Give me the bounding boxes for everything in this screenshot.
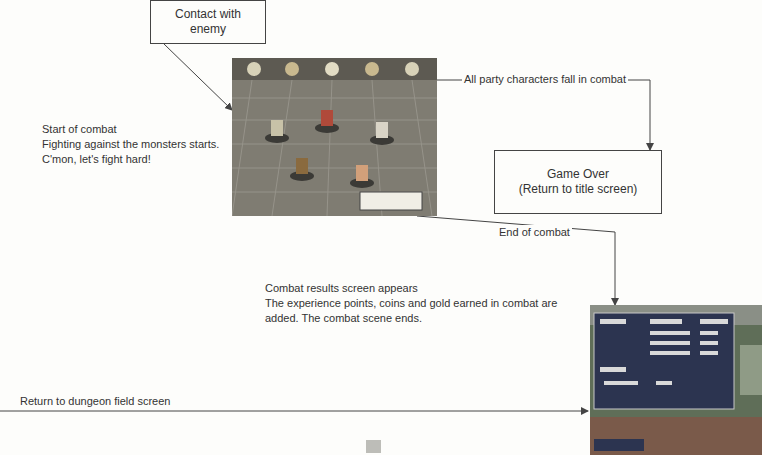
combat-screenshot-image [232, 58, 437, 216]
illustration-part [700, 351, 718, 355]
results-screenshot-image [590, 305, 762, 455]
illustration-part [232, 80, 432, 216]
illustration-part [325, 62, 339, 76]
caption-heading: Start of combat [42, 122, 230, 137]
illustration-part [594, 439, 644, 451]
flow-arrow [437, 80, 650, 150]
illustration-part [740, 345, 762, 395]
illustration-part [247, 62, 261, 76]
illustration-part [0, 411, 588, 412]
caption-text: Fighting against the monsters starts. C'… [42, 137, 230, 167]
combat-screenshot: Start of combatFighting against the mons… [232, 58, 437, 216]
event-box: Contact with enemy [150, 0, 266, 44]
illustration-part [656, 381, 672, 385]
end-box: Game Over(Return to title screen) [494, 150, 662, 214]
illustration-part [321, 110, 333, 126]
illustration-part [600, 367, 626, 372]
illustration-part [700, 341, 718, 345]
illustration-part [650, 351, 690, 355]
illustration-part [365, 62, 379, 76]
illustration-part [232, 58, 437, 216]
illustration-part [650, 331, 690, 335]
illustration-part [271, 120, 283, 136]
box-heading: Contact with enemy [157, 7, 259, 37]
illustration-part [360, 192, 422, 210]
illustration-part [700, 319, 728, 324]
illustration-part [600, 319, 626, 324]
illustration-part [600, 319, 728, 385]
illustration-part [285, 62, 299, 76]
illustration-part [296, 158, 308, 174]
illustration-part [700, 331, 718, 335]
illustration-part [590, 417, 762, 455]
illustration-part [405, 62, 419, 76]
illustration-part [604, 381, 638, 385]
caption-heading: Combat results screen appears [265, 281, 565, 296]
caption-text: The experience points, coins and gold ea… [265, 296, 565, 326]
flow-note: Return to dungeon field screen [18, 394, 172, 409]
illustration-part [594, 313, 734, 409]
screen-caption: Start of combatFighting against the mons… [42, 122, 230, 167]
flow-arrow [417, 216, 615, 305]
arrow-label: All party characters fall in combat [462, 72, 628, 87]
illustration-part [650, 341, 690, 345]
illustration-part [590, 305, 762, 455]
illustration-part [356, 165, 368, 181]
arrow-label: End of combat [497, 225, 572, 240]
illustration-part [232, 80, 437, 216]
flow-arrow [164, 44, 232, 110]
illustration-part [232, 58, 437, 80]
illustration-part [376, 122, 388, 138]
box-text: (Return to title screen) [519, 182, 638, 197]
illustration-part [650, 319, 682, 324]
illustration-part [366, 440, 381, 453]
screen-caption: Combat results screen appearsThe experie… [265, 281, 565, 326]
illustration-part [265, 123, 394, 188]
box-heading: Game Over [547, 167, 609, 182]
results-screenshot: Combat results screen appearsThe experie… [590, 305, 762, 455]
illustration-part [232, 98, 437, 192]
illustration-part [271, 110, 388, 181]
